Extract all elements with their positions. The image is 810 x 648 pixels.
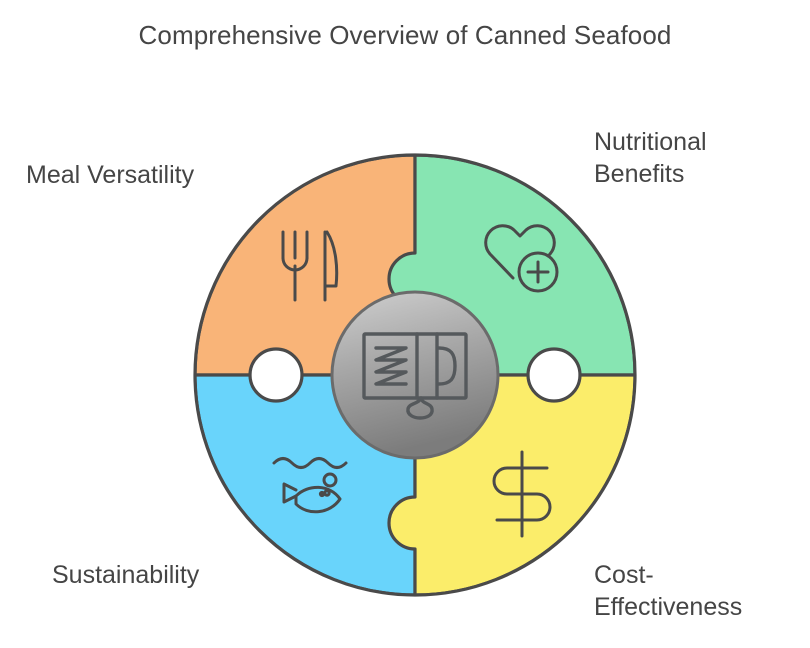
page-title: Comprehensive Overview of Canned Seafood: [138, 20, 672, 50]
segment-label-line: Benefits: [594, 160, 685, 188]
heart-plus-icon: [484, 224, 559, 293]
fork-and-knife-icon: [281, 230, 339, 302]
segment-label-meal-versatility: Meal Versatility: [26, 159, 256, 191]
dollar-sign-icon: [492, 450, 552, 538]
wheel-outer-ring: [193, 153, 637, 597]
segment-label-line: Effectiveness: [594, 593, 743, 621]
segment-label-line: Sustainability: [52, 561, 200, 589]
segment-label-nutritional-benefits: Nutritional Benefits: [594, 126, 804, 190]
segment-label-line: Nutritional: [594, 128, 707, 156]
center-hub[interactable]: [330, 290, 500, 460]
segment-label-line: Cost-: [594, 561, 654, 589]
canned-sardines-icon: [362, 332, 468, 420]
segment-label-line: Meal Versatility: [26, 161, 195, 189]
segment-label-sustainability: Sustainability: [52, 559, 292, 591]
segment-label-cost-effectiveness: Cost- Effectiveness: [594, 559, 806, 623]
fish-waves-icon: [272, 457, 348, 514]
